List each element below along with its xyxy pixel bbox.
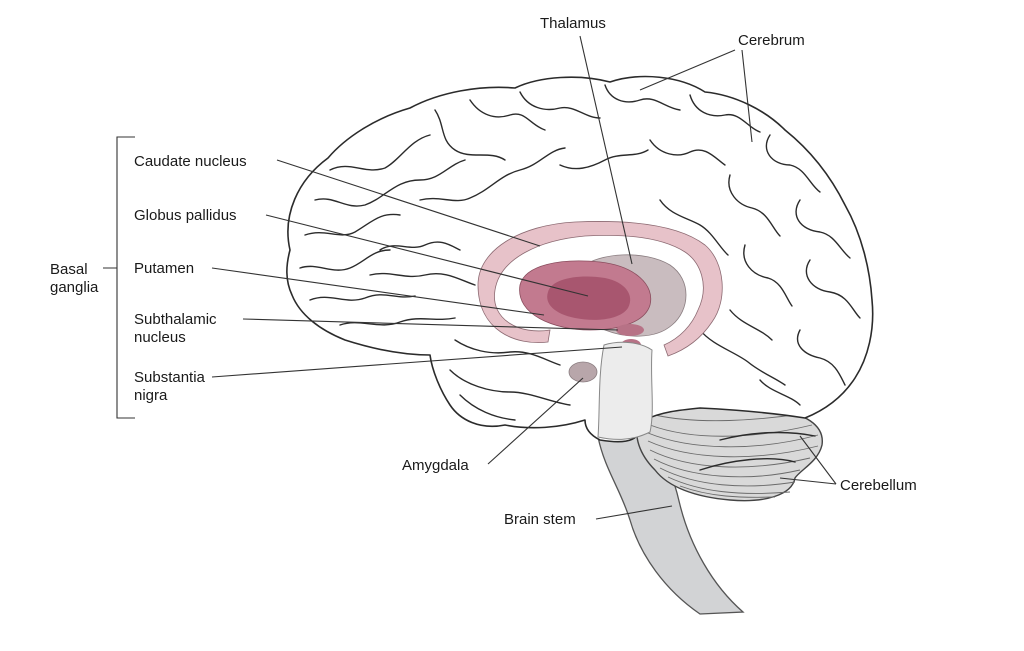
cerebrum (286, 75, 874, 443)
amygdala (568, 361, 598, 383)
label-substantia-line1: Substantia (134, 369, 206, 386)
leader-substantia (211, 346, 623, 378)
label-cerebrum: Cerebrum (738, 32, 805, 49)
label-brain-stem: Brain stem (504, 511, 576, 528)
label-basal-line1: Basal (50, 261, 88, 278)
label-subthalamic-line1: Subthalamic (134, 311, 217, 328)
leader-cerebellum-b (779, 477, 837, 485)
label-globus-pallidus: Globus pallidus (134, 207, 237, 224)
label-putamen: Putamen (134, 260, 194, 277)
leader-cerebellum-a (799, 435, 837, 485)
label-thalamus: Thalamus (540, 15, 606, 32)
globus-pallidus (547, 276, 631, 320)
leader-lines (211, 35, 837, 520)
leader-thalamus (579, 35, 633, 265)
caudate-nucleus (477, 221, 723, 357)
midbrain (597, 341, 653, 440)
cortex-folds (299, 84, 861, 421)
label-basal-line2: ganglia (50, 279, 99, 296)
leader-cerebrum-b (741, 49, 753, 143)
leader-putamen (211, 267, 545, 316)
label-caudate-nucleus: Caudate nucleus (134, 153, 247, 170)
leader-caudate (276, 159, 541, 247)
label-subthalamic-line2: nucleus (134, 329, 186, 346)
leader-amygdala (487, 377, 584, 465)
basal-ganglia-bracket (103, 136, 135, 419)
subthalamic-nucleus (616, 324, 644, 336)
leader-cerebrum-a (639, 49, 736, 91)
label-cerebellum: Cerebellum (840, 477, 917, 494)
leader-subthalamic (242, 318, 619, 331)
leader-brainstem (595, 505, 673, 520)
label-substantia-line2: nigra (134, 387, 168, 404)
cerebellum (636, 403, 823, 502)
label-amygdala: Amygdala (402, 457, 469, 474)
leader-globus (265, 214, 589, 297)
